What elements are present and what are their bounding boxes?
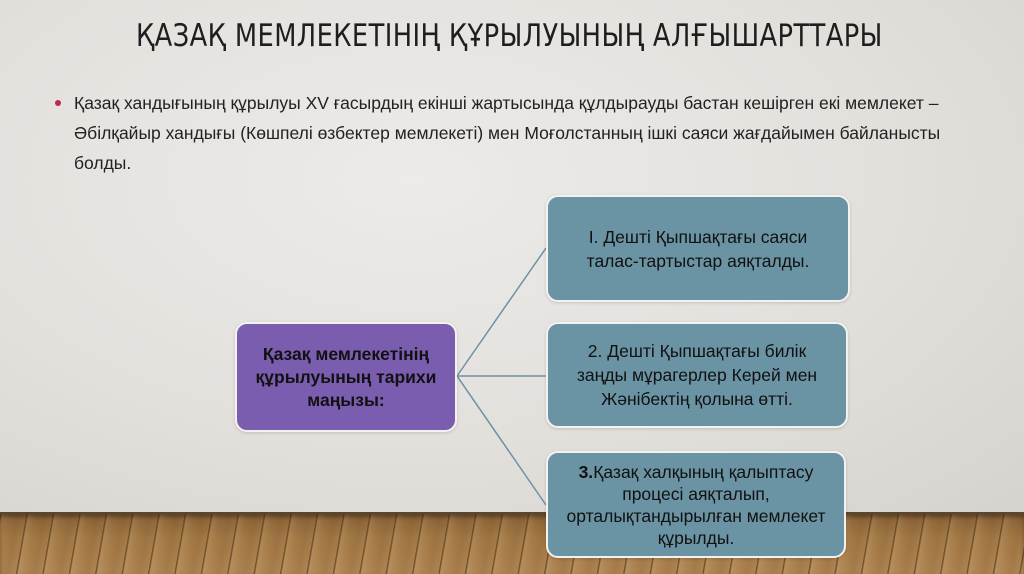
main-box-text: Қазақ мемлекетінің құрылуының тарихи маң… bbox=[255, 343, 437, 410]
bullet-text: Қазақ хандығының құрылуы XV ғасырдың екі… bbox=[74, 93, 941, 173]
wood-floor-background bbox=[0, 514, 1024, 574]
item-number-3: 3. bbox=[578, 461, 594, 482]
diagram-item-box-1: I. Дешті Қыпшақтағы саяси талас-тартыста… bbox=[546, 195, 850, 302]
item-box-text-1: I. Дешті Қыпшақтағы саяси талас-тартыста… bbox=[562, 225, 834, 273]
item-box-text-3: 3.Қазақ халқының қалыптасу процесі аяқта… bbox=[562, 461, 830, 549]
diagram-item-box-2: 2. Дешті Қыпшақтағы билік заңды мұрагерл… bbox=[546, 322, 848, 428]
bullet-dot-icon bbox=[55, 100, 61, 106]
item-text-1: Дешті Қыпшақтағы саяси талас-тартыстар а… bbox=[586, 226, 810, 271]
bullet-paragraph: Қазақ хандығының құрылуы XV ғасырдың екі… bbox=[55, 88, 985, 178]
item-box-text-2: 2. Дешті Қыпшақтағы билік заңды мұрагерл… bbox=[562, 339, 832, 411]
diagram-main-box: Қазақ мемлекетінің құрылуының тарихи маң… bbox=[235, 322, 457, 432]
item-number-2: 2. bbox=[587, 341, 603, 361]
item-text-2: Дешті Қыпшақтағы билік заңды мұрагерлер … bbox=[576, 341, 818, 409]
slide-title: ҚАЗАҚ МЕМЛЕКЕТІНІҢ ҚҰРЫЛУЫНЫҢ АЛҒЫШАРТТА… bbox=[136, 18, 883, 54]
wall-background bbox=[0, 0, 1024, 514]
item-text-3: Қазақ халқының қалыптасу процесі аяқталы… bbox=[566, 461, 826, 548]
baseboard bbox=[0, 512, 1024, 515]
diagram-item-box-3: 3.Қазақ халқының қалыптасу процесі аяқта… bbox=[546, 451, 846, 558]
item-number-1: I. bbox=[588, 226, 599, 247]
